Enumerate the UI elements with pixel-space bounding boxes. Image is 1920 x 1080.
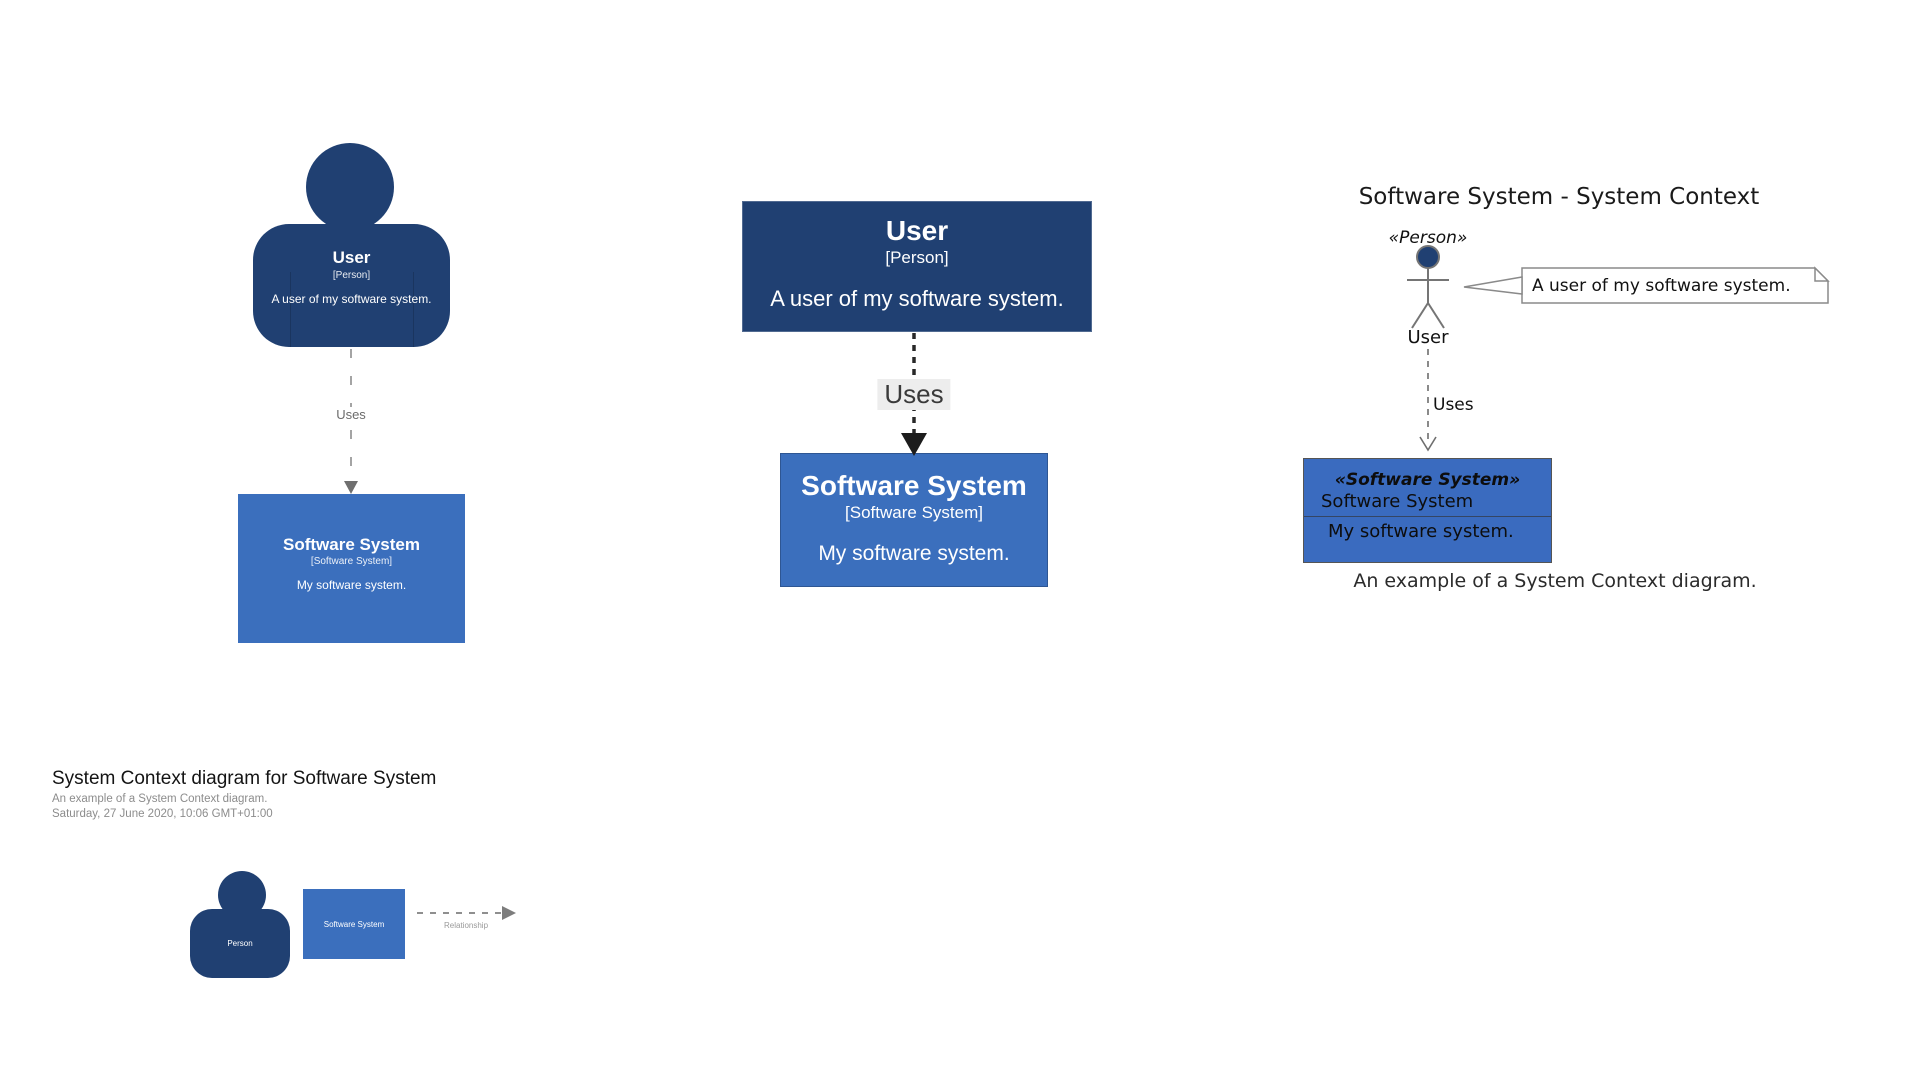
person-node: User [Person] A user of my software syst… <box>742 201 1092 332</box>
system-type: [Software System] <box>845 503 983 522</box>
actor-name: User <box>1407 327 1449 348</box>
person-node: User [Person] A user of my software syst… <box>253 224 450 347</box>
actor-stereotype: «Person» <box>1388 228 1468 248</box>
person-description: A user of my software system. <box>271 292 432 306</box>
person-name: User <box>332 248 371 267</box>
system-stereotype: «Software System» <box>1334 470 1521 490</box>
system-description: My software system. <box>1328 521 1514 542</box>
person-type: [Person] <box>885 248 949 267</box>
person-arm-line <box>290 272 291 347</box>
person-type: [Person] <box>332 270 371 281</box>
key-system-label: Software System <box>323 919 385 929</box>
key-system-shape: Software System <box>303 889 405 959</box>
system-type: [Software System] <box>310 556 393 567</box>
key-relationship-label: Relationship <box>443 921 489 930</box>
system-description: My software system. <box>818 542 1010 565</box>
person-name: User <box>885 215 949 246</box>
actor-leg-line <box>1427 302 1445 329</box>
system-name: Software System <box>801 470 1027 501</box>
actor-head <box>1416 245 1440 269</box>
page-timestamp: Saturday, 27 June 2020, 10:06 GMT+01:00 <box>52 808 273 820</box>
system-name: Software System <box>1321 491 1474 512</box>
software-system-node: «Software System» Software System My sof… <box>1303 458 1552 563</box>
key-person-shape: Person <box>190 909 290 978</box>
person-description: A user of my software system. <box>770 286 1064 311</box>
software-system-node: Software System [Software System] My sof… <box>238 494 465 643</box>
system-description: My software system. <box>296 578 407 592</box>
actor-icon <box>1407 245 1449 329</box>
note-text: A user of my software system. <box>1532 276 1791 296</box>
page-subtitle: An example of a System Context diagram. <box>52 793 268 805</box>
page-title: System Context diagram for Software Syst… <box>52 768 437 789</box>
key-person-label: Person <box>227 939 253 948</box>
relationship-arrowhead <box>344 481 358 494</box>
actor-leg-line <box>1411 302 1429 329</box>
compartment-divider <box>1304 516 1551 517</box>
relationship-arrowhead <box>1419 436 1437 452</box>
relationship-label: Uses <box>331 407 371 422</box>
note-fold <box>1814 266 1830 282</box>
key-relationship-arrowhead <box>502 906 516 920</box>
person-arm-line <box>413 272 414 347</box>
note-pointer <box>1463 276 1523 295</box>
system-name: Software System <box>283 535 420 554</box>
software-system-node: Software System [Software System] My sof… <box>780 453 1048 587</box>
diagram-caption: An example of a System Context diagram. <box>1353 570 1757 592</box>
relationship-label: Uses <box>1433 395 1474 415</box>
relationship-label: Uses <box>877 379 951 410</box>
diagram-title: Software System - System Context <box>1358 184 1760 210</box>
person-head-shape <box>306 143 394 231</box>
